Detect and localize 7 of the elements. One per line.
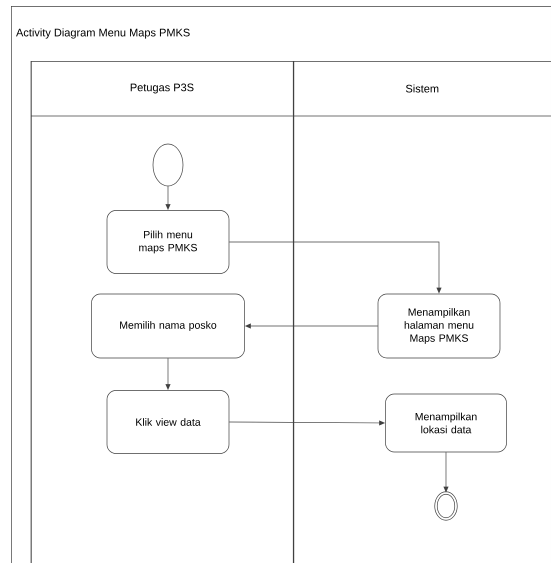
activity-box: Menampilkan halaman menu Maps PMKS [378,294,500,358]
activity-box: Pilih menu maps PMKS [106,210,230,274]
final-node [434,491,458,521]
activity-box: Menampilkan lokasi data [385,394,507,452]
activity-box: Klik view data [106,390,230,454]
initial-node [152,144,184,186]
activity-box: Memilih nama posko [91,294,245,358]
